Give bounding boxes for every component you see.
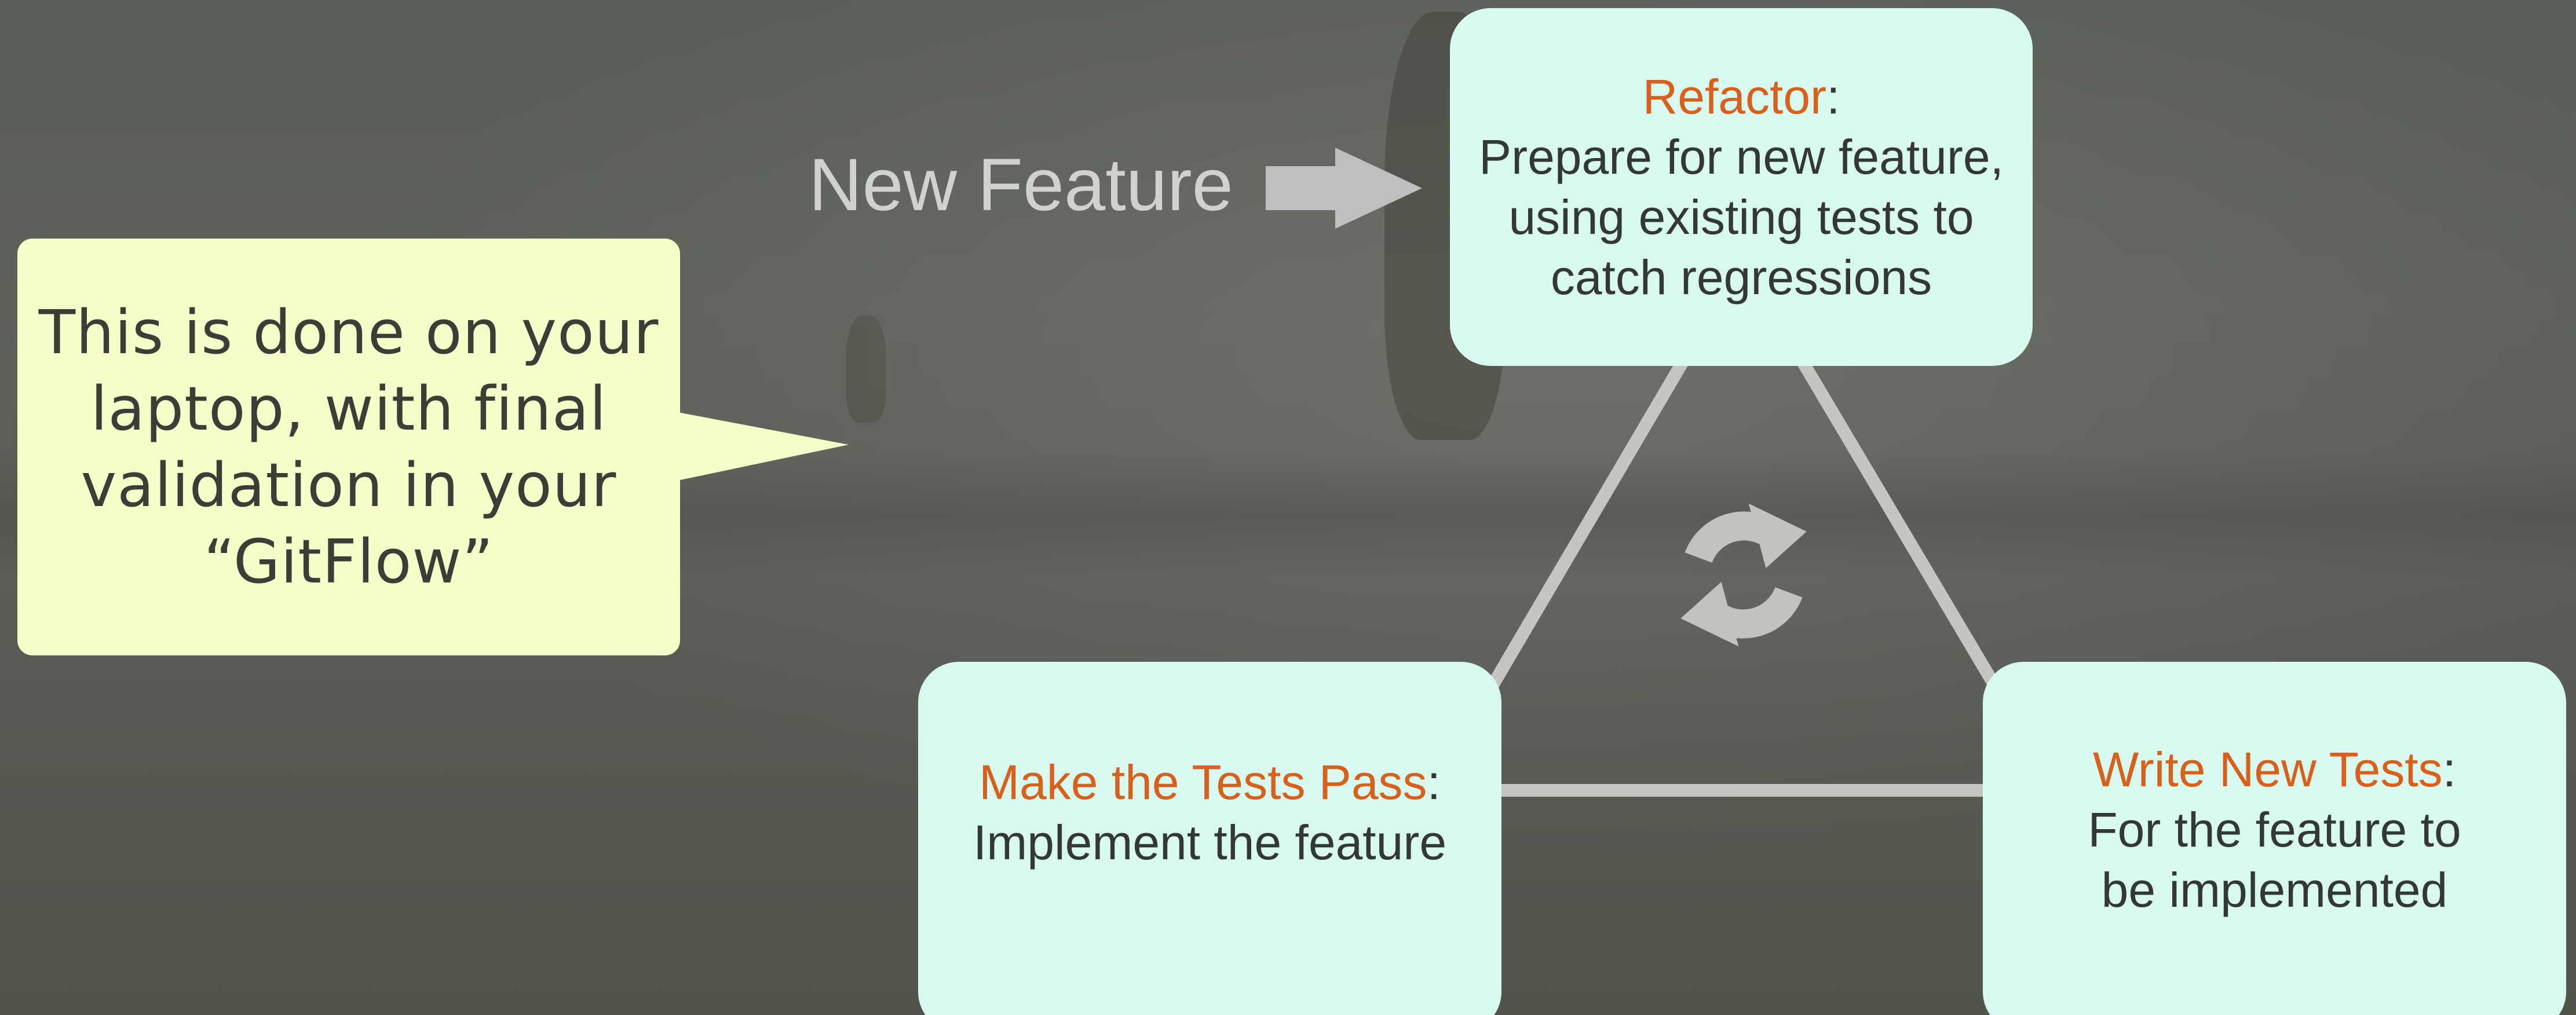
refactor-title: Refactor	[1642, 69, 1827, 124]
write-tests-heading: Write New Tests:	[1983, 739, 2566, 800]
refactor-heading: Refactor:	[1450, 67, 2033, 127]
callout-bubble	[17, 239, 849, 655]
implement-step-box: Make the Tests Pass: Implement the featu…	[918, 662, 1501, 1015]
callout-text: This is done on your laptop, with final …	[38, 297, 659, 597]
write-tests-body: For the feature to be implemented	[2088, 803, 2461, 917]
implement-body: Implement the feature	[973, 815, 1447, 870]
refresh-cycle-icon	[1680, 503, 1807, 647]
write-tests-step-box: Write New Tests: For the feature to be i…	[1983, 662, 2566, 1015]
cycle-connectors	[1482, 356, 2005, 797]
write-tests-title: Write New Tests	[2092, 742, 2443, 797]
refactor-title-separator: :	[1826, 69, 1840, 124]
new-feature-arrow	[1266, 148, 1422, 229]
new-feature-label: New Feature	[809, 144, 1233, 226]
implement-title: Make the Tests Pass	[979, 755, 1427, 809]
implement-heading: Make the Tests Pass:	[918, 752, 1501, 812]
write-tests-title-separator: :	[2442, 742, 2457, 797]
background-distant-person	[846, 316, 886, 423]
refactor-body: Prepare for new feature, using existing …	[1479, 130, 2004, 305]
implement-title-separator: :	[1427, 755, 1441, 809]
connector-right-edge	[1796, 356, 2005, 698]
connector-left-edge	[1482, 356, 1689, 698]
refactor-step-box: Refactor: Prepare for new feature, using…	[1450, 8, 2033, 366]
